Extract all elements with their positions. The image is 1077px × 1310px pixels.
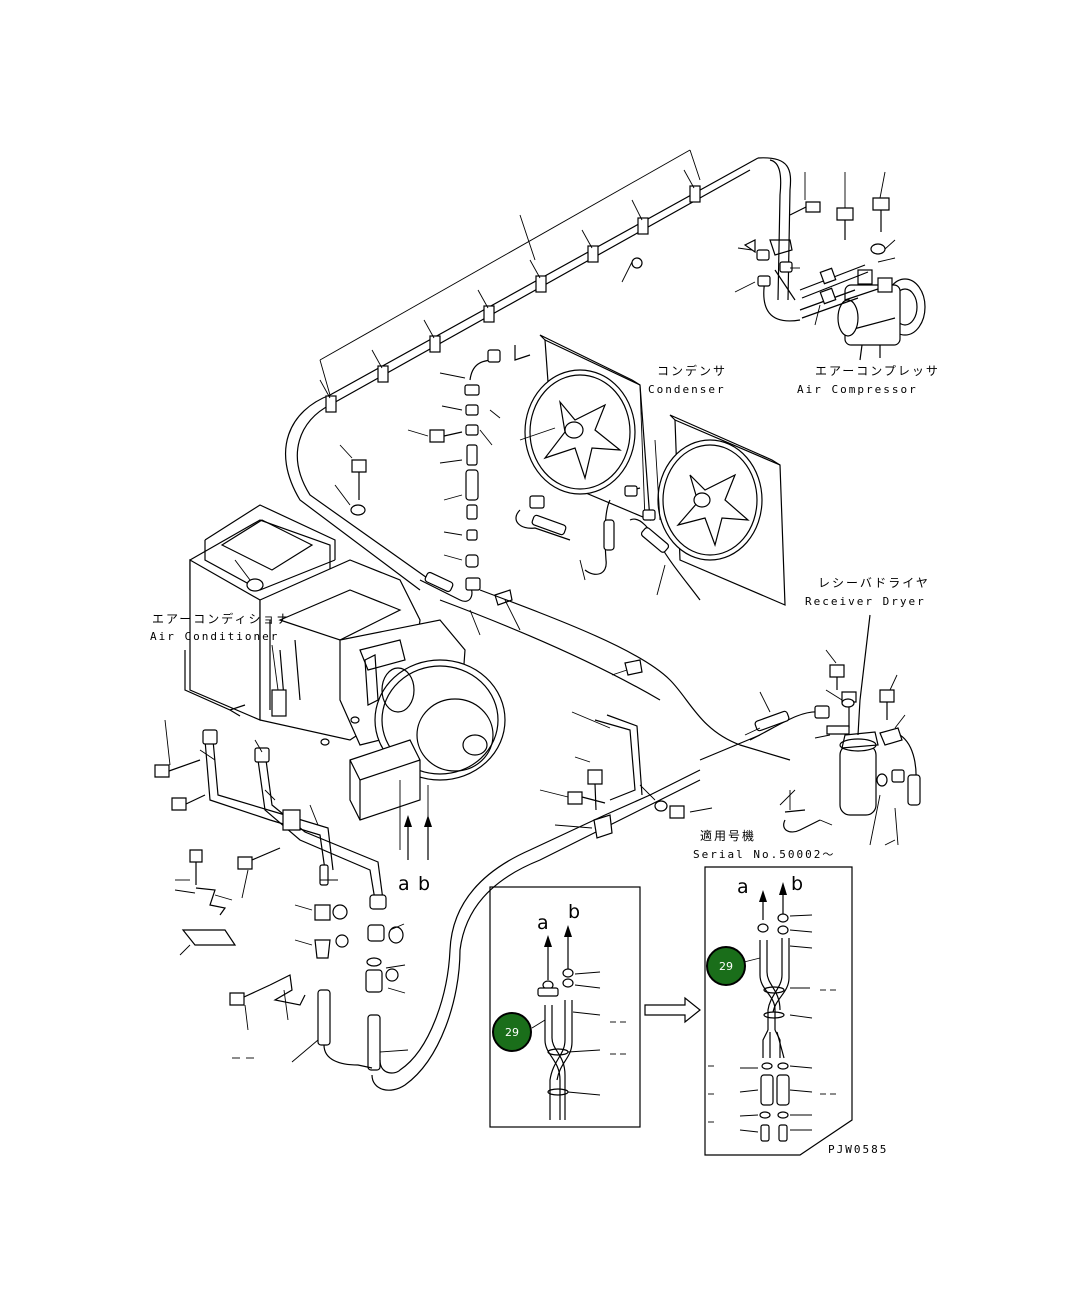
air-compressor (837, 269, 926, 361)
aircon-label-en: Air Conditioner (150, 630, 279, 643)
component-labels: コンデンサ Condenser エアーコンプレッサ Air Compressor… (150, 363, 940, 1156)
port-label-a: a (398, 873, 410, 895)
upper-pipe-run (285, 149, 792, 591)
aircon-label-jp: エアーコンディショナ (152, 611, 290, 626)
condenser-label-jp: コンデンサ (657, 363, 727, 378)
receiver-label-jp: レシーバドライヤ (818, 576, 930, 590)
port-label-b: b (418, 873, 430, 895)
inset1-label-b: b (568, 901, 580, 923)
fittings-stack (407, 345, 531, 568)
inset2-label-a: a (737, 876, 749, 898)
transition-arrow (644, 996, 701, 1024)
serial-label-jp: 適用号機 (700, 828, 756, 843)
condenser-hoses (515, 485, 701, 601)
serial-label-en: Serial No.50002～ (693, 848, 835, 861)
receiver-label-en: Receiver Dryer (805, 595, 926, 608)
callout-29-inset1-number: 29 (505, 1026, 519, 1039)
callout-29-inset2 (706, 946, 746, 986)
detail-inset-after: 適用号機 Serial No.50002～ a b (693, 828, 853, 1156)
lower-pipe-run (439, 589, 830, 761)
condenser-label-en: Condenser (648, 383, 726, 396)
compressor-bolts (789, 171, 896, 263)
pipe-clamps (319, 169, 701, 413)
callout-29-inset1 (492, 1012, 532, 1052)
inset2-label-b: b (791, 873, 803, 895)
middle-fittings (291, 904, 409, 1071)
drawing-code: PJW0585 (828, 1143, 888, 1156)
compressor-label-jp: エアーコンプレッサ (815, 364, 940, 378)
lower-left-piping (154, 719, 387, 910)
receiver-dryer (779, 614, 921, 846)
air-conditioner-unit (184, 504, 506, 850)
callout-29-inset2-number: 29 (719, 960, 733, 973)
condenser-left (519, 334, 651, 521)
loop-hose (371, 711, 713, 1091)
compressor-hoses (734, 239, 869, 326)
detail-inset-before: a b 29 (489, 886, 641, 1128)
ac-port-arrows: a b (398, 815, 432, 895)
inset1-label-a: a (537, 912, 549, 934)
bracket-assembly (174, 849, 306, 1059)
compressor-label-en: Air Compressor (797, 383, 918, 396)
condenser-right (654, 414, 786, 606)
left-hose-run (334, 444, 521, 636)
